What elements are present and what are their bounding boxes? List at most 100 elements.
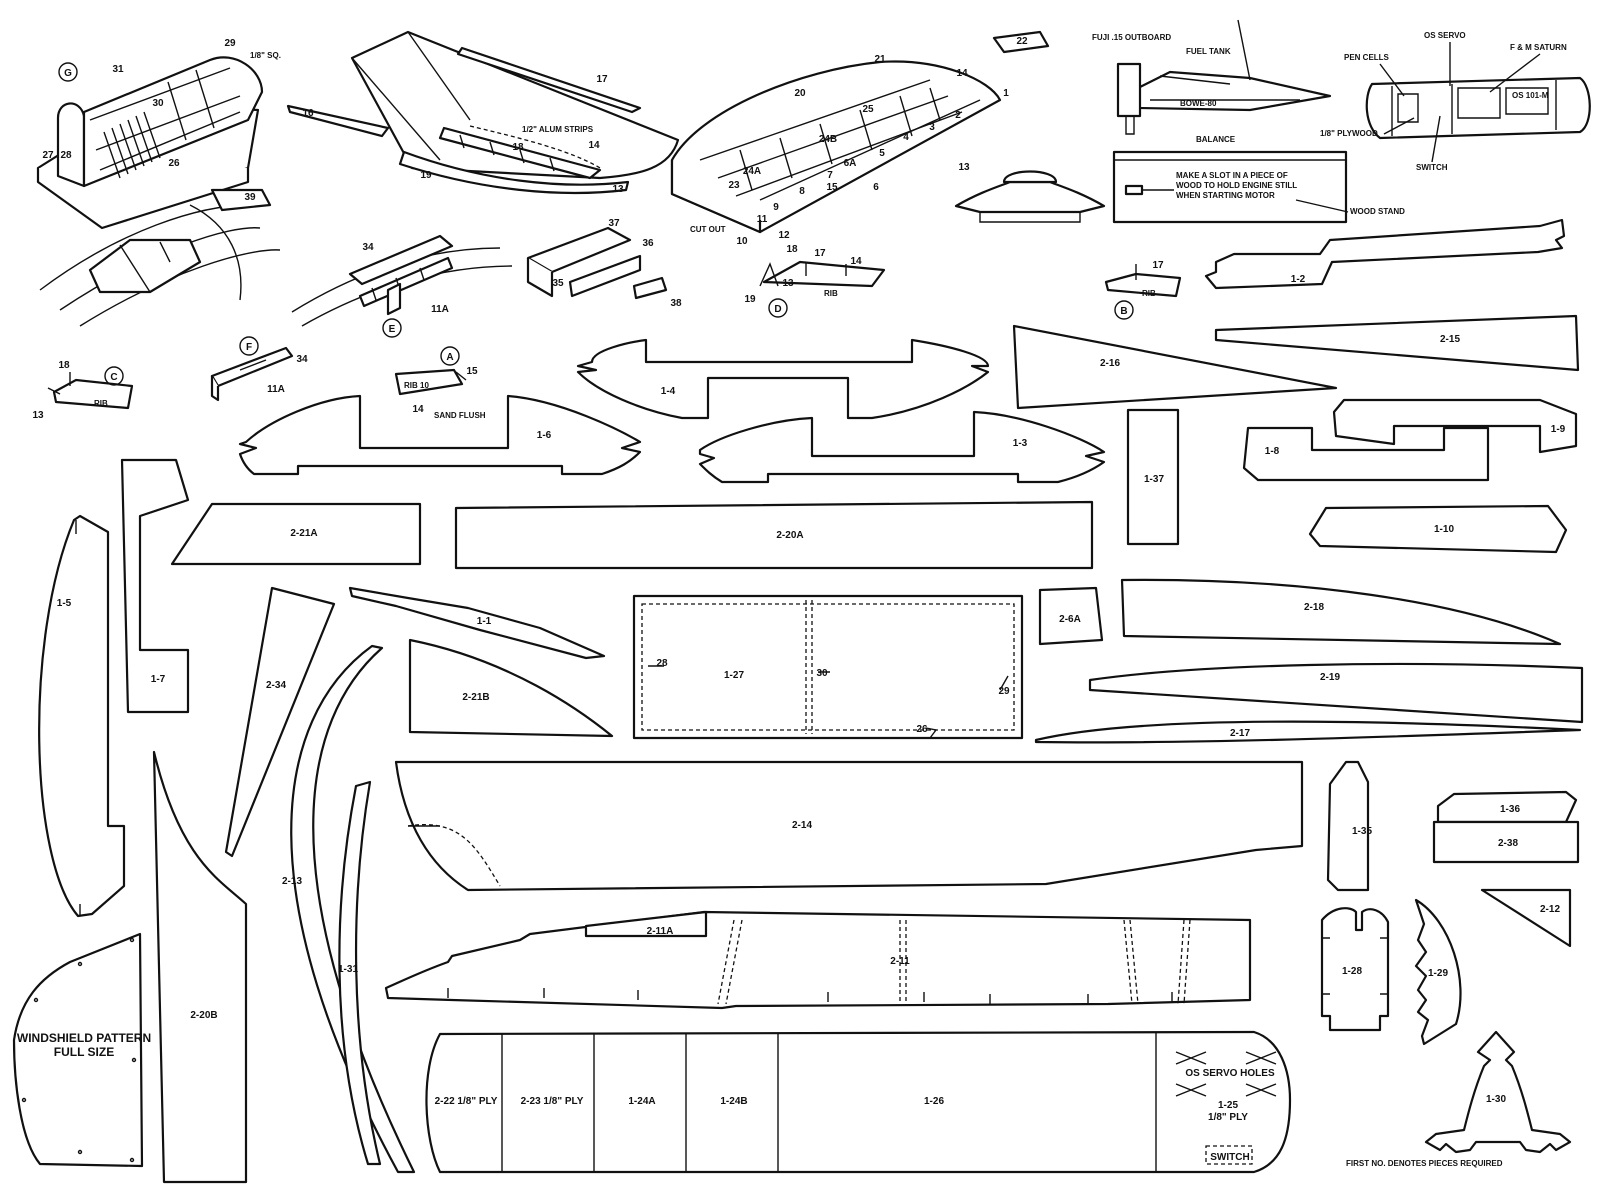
callout-alum-strips: 1/2" ALUM STRIPS [522, 125, 594, 134]
part-callout: 12 [778, 230, 790, 241]
part-callout: 30 [152, 98, 164, 109]
hull-section-view [954, 170, 1106, 223]
part-label: 2-18 [1304, 602, 1324, 613]
part-callout: 6A [844, 158, 857, 169]
part-callout: 13 [32, 410, 44, 421]
part-callout: 14 [956, 68, 968, 79]
part-callout: 18 [58, 360, 70, 371]
part-2-6a: 2-6A [1038, 586, 1104, 646]
part-label: 2-19 [1320, 672, 1340, 683]
part-callout: 15 [826, 182, 838, 193]
part-label: 2-22 1/8" PLY [435, 1096, 498, 1107]
boat-name-label: BOWE-80 [1180, 99, 1217, 108]
detail-marker-g: G [64, 68, 72, 79]
part-1-1: 1-1 [348, 586, 606, 660]
deck-assembly: 16 17 18 14 13 19 1/2" ALUM STRIPS [286, 30, 680, 195]
part-label: 1-26 [924, 1096, 944, 1107]
part-2-15: 2-15 [1214, 314, 1580, 372]
cockpit-perspective: 39 [39, 188, 281, 327]
part-1-3: 1-3 [698, 410, 1106, 484]
part-callout: 24A [743, 166, 761, 177]
part-callout: 21 [874, 54, 886, 65]
part-label: 1-10 [1434, 524, 1454, 535]
part-2-19: 2-19 [1088, 662, 1584, 724]
part-windshield-pattern: WINDSHIELD PATTERN FULL SIZE [12, 932, 151, 1168]
part-label: SWITCH [1210, 1152, 1249, 1163]
part-label: 2-11 [890, 956, 910, 967]
part-callout: 38 [670, 298, 682, 309]
footer-note: FIRST NO. DENOTES PIECES REQUIRED [1346, 1159, 1503, 1168]
part-callout: 15 [466, 366, 478, 377]
part-label: 2-16 [1100, 358, 1120, 369]
part-1-35: 1-35 [1326, 760, 1372, 892]
part-callout: 31 [112, 64, 124, 75]
part-1-28: 1-28 [1320, 907, 1390, 1032]
part-label: 30 [816, 668, 828, 679]
part-label: 1-25 [1218, 1100, 1238, 1111]
part-1-30: 1-30 [1424, 1030, 1572, 1154]
part-callout: 11 [757, 214, 768, 225]
callout-rib-c: RIB [94, 399, 108, 408]
part-label: FULL SIZE [54, 1045, 114, 1059]
detail-marker-f: F [246, 342, 252, 353]
part-1-7: 1-7 [120, 458, 190, 714]
part-1-9: 1-9 [1332, 398, 1578, 454]
part-label: 2-21A [290, 528, 317, 539]
part-callout: 6 [873, 182, 879, 193]
part-callout: 13 [612, 184, 624, 195]
part-2-12: 2-12 [1480, 888, 1572, 948]
part-label: 2-12 [1540, 904, 1560, 915]
part-label: 2-17 [1230, 728, 1250, 739]
part-callout: 22 [1016, 36, 1028, 47]
part-callout: 27 [42, 150, 54, 161]
part-1-6: 1-6 [238, 394, 642, 476]
part-callout: 17 [814, 248, 826, 259]
part-2-21b: 2-21B [408, 638, 614, 738]
part-callout: 11A [431, 304, 449, 315]
part-callout: 18 [786, 244, 798, 255]
callout-engine: FUJI .15 OUTBOARD [1092, 33, 1171, 42]
callout-switch: SWITCH [1416, 163, 1448, 172]
stand-note-2: WOOD TO HOLD ENGINE STILL [1176, 181, 1297, 190]
part-callout: 13 [958, 162, 970, 173]
callout-fuel-tank: FUEL TANK [1186, 47, 1231, 56]
part-label: 1-29 [1428, 968, 1448, 979]
part-label: 1-4 [661, 386, 676, 397]
detail-b: RIB 17 B [1104, 260, 1182, 320]
part-callout: 19 [420, 170, 432, 181]
part-label: 1-24B [720, 1096, 747, 1107]
detail-e: 34 11A E [291, 234, 513, 338]
part-label: 1-36 [1500, 804, 1520, 815]
part-label: 2-20A [776, 530, 803, 541]
part-label: 1-28 [1342, 966, 1362, 977]
part-callout: 28 [60, 150, 72, 161]
part-callout: 25 [862, 104, 874, 115]
part-callout: 3 [929, 122, 935, 133]
part-2-20b: 2-20B [152, 750, 248, 1184]
part-callout: 26 [168, 158, 180, 169]
callout-fm-saturn: F & M SATURN [1510, 43, 1567, 52]
part-2-20a: 2-20A [454, 500, 1094, 570]
part-1-8: 1-8 [1242, 426, 1490, 482]
part-label: 2-14 [792, 820, 812, 831]
callout-sand-flush: SAND FLUSH [434, 411, 486, 420]
part-callout: 36 [642, 238, 654, 249]
part-label: WINDSHIELD PATTERN [17, 1031, 151, 1045]
part-label: 2-6A [1059, 614, 1081, 625]
part-label: 2-13 [282, 876, 302, 887]
part-1-2: 1-2 [1204, 218, 1566, 290]
part-label: 1-6 [537, 430, 552, 441]
part-label: 2-38 [1498, 838, 1518, 849]
part-1-27: 1-27 28 30 29 26 [632, 594, 1024, 740]
callout-balance: BALANCE [1196, 135, 1236, 144]
callout-pen-cells: PEN CELLS [1344, 53, 1390, 62]
part-2-21a: 2-21A [170, 502, 422, 566]
part-callout: 17 [596, 74, 608, 85]
part-callout: 7 [827, 170, 833, 181]
part-1-5: 1-5 [38, 514, 126, 918]
callout-os-servo: OS SERVO [1424, 31, 1466, 40]
part-callout: 13 [782, 278, 794, 289]
stand-note-1: MAKE A SLOT IN A PIECE OF [1176, 171, 1288, 180]
part-callout: 35 [552, 278, 564, 289]
